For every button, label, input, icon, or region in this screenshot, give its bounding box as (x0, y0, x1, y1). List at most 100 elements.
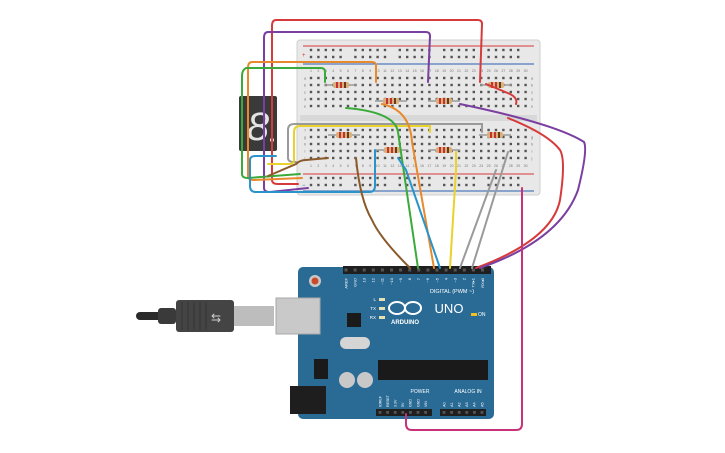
power-pin-socket[interactable] (393, 411, 397, 414)
breadboard-hole[interactable] (465, 135, 468, 139)
breadboard-hole[interactable] (450, 83, 453, 87)
breadboard-hole[interactable] (383, 76, 387, 80)
wire-red-right-to-pin1[interactable] (475, 117, 564, 269)
breadboard-hole[interactable] (524, 83, 527, 87)
breadboard-hole[interactable] (465, 83, 468, 87)
analog-pin-socket[interactable] (457, 411, 461, 414)
breadboard-hole[interactable] (428, 156, 431, 160)
breadboard-hole[interactable] (406, 90, 409, 94)
rail-hole[interactable] (406, 55, 409, 59)
breadboard-hole[interactable] (517, 142, 520, 146)
breadboard-hole[interactable] (332, 90, 335, 94)
breadboard-hole[interactable] (383, 128, 387, 132)
rail-hole[interactable] (420, 55, 424, 59)
breadboard-hole[interactable] (398, 156, 401, 160)
breadboard-hole[interactable] (443, 90, 446, 94)
breadboard-hole[interactable] (369, 83, 372, 87)
rail-hole[interactable] (376, 183, 379, 187)
wire-gray-to-pin3[interactable] (471, 151, 509, 269)
breadboard-hole[interactable] (494, 97, 498, 101)
breadboard-hole[interactable] (376, 149, 379, 153)
breadboard-hole[interactable] (309, 97, 313, 101)
rail-hole[interactable] (509, 48, 512, 52)
rail-hole[interactable] (317, 48, 320, 52)
breadboard-hole[interactable] (465, 156, 468, 160)
breadboard-hole[interactable] (413, 97, 416, 101)
breadboard-hole[interactable] (509, 142, 512, 146)
breadboard-hole[interactable] (480, 97, 483, 101)
rail-hole[interactable] (406, 183, 409, 187)
digital-pin-socket[interactable] (453, 268, 457, 272)
breadboard-hole[interactable] (376, 156, 379, 160)
wire-brown-to-pin9[interactable] (355, 157, 411, 269)
breadboard-hole[interactable] (502, 156, 505, 160)
rail-hole[interactable] (383, 183, 387, 187)
breadboard-hole[interactable] (369, 104, 372, 108)
breadboard-hole[interactable] (524, 156, 527, 160)
rail-hole[interactable] (517, 183, 520, 187)
breadboard-hole[interactable] (369, 142, 372, 146)
breadboard-hole[interactable] (324, 128, 327, 132)
breadboard-hole[interactable] (376, 128, 379, 132)
breadboard-hole[interactable] (346, 90, 350, 94)
breadboard-hole[interactable] (332, 135, 335, 139)
breadboard-hole[interactable] (413, 128, 416, 132)
breadboard-hole[interactable] (443, 76, 446, 80)
breadboard-hole[interactable] (420, 90, 424, 94)
breadboard-hole[interactable] (354, 135, 357, 139)
breadboard-hole[interactable] (346, 97, 350, 101)
breadboard-hole[interactable] (517, 83, 520, 87)
rail-hole[interactable] (361, 183, 364, 187)
usb-cable[interactable]: ⇆ (136, 300, 274, 332)
breadboard-hole[interactable] (413, 83, 416, 87)
rail-hole[interactable] (420, 48, 424, 52)
breadboard-hole[interactable] (339, 104, 342, 108)
breadboard-hole[interactable] (443, 156, 446, 160)
breadboard-hole[interactable] (428, 142, 431, 146)
breadboard-hole[interactable] (524, 76, 527, 80)
analog-pin-socket[interactable] (473, 411, 476, 414)
breadboard-hole[interactable] (443, 128, 446, 132)
breadboard-hole[interactable] (487, 156, 490, 160)
breadboard-hole[interactable] (450, 104, 453, 108)
rail-hole[interactable] (494, 176, 498, 180)
breadboard-hole[interactable] (332, 156, 335, 160)
breadboard-hole[interactable] (413, 135, 416, 139)
breadboard-hole[interactable] (465, 142, 468, 146)
rail-hole[interactable] (398, 176, 401, 180)
breadboard-hole[interactable] (391, 142, 394, 146)
breadboard-hole[interactable] (391, 83, 394, 87)
breadboard-hole[interactable] (420, 142, 424, 146)
breadboard-hole[interactable] (369, 135, 372, 139)
breadboard-hole[interactable] (435, 90, 438, 94)
breadboard-hole[interactable] (309, 90, 313, 94)
resistor[interactable] (376, 147, 408, 153)
breadboard-hole[interactable] (509, 135, 512, 139)
breadboard-hole[interactable] (457, 142, 461, 146)
breadboard-hole[interactable] (457, 128, 461, 132)
power-pin-socket[interactable] (378, 411, 382, 414)
breadboard-hole[interactable] (413, 142, 416, 146)
breadboard-hole[interactable] (361, 128, 364, 132)
rail-hole[interactable] (494, 183, 498, 187)
resistor[interactable] (325, 82, 357, 88)
breadboard-hole[interactable] (457, 135, 461, 139)
breadboard-hole[interactable] (346, 149, 350, 153)
rail-hole[interactable] (487, 183, 490, 187)
breadboard-hole[interactable] (324, 142, 327, 146)
breadboard-hole[interactable] (369, 149, 372, 153)
rail-hole[interactable] (420, 176, 424, 180)
breadboard-hole[interactable] (339, 90, 342, 94)
breadboard-hole[interactable] (361, 104, 364, 108)
breadboard-hole[interactable] (332, 142, 335, 146)
breadboard-hole[interactable] (509, 149, 512, 153)
breadboard-hole[interactable] (339, 76, 342, 80)
breadboard-hole[interactable] (428, 90, 431, 94)
breadboard-hole[interactable] (494, 104, 498, 108)
breadboard-hole[interactable] (524, 90, 527, 94)
rail-hole[interactable] (369, 176, 372, 180)
rail-hole[interactable] (428, 176, 431, 180)
breadboard-hole[interactable] (472, 76, 475, 80)
breadboard-hole[interactable] (420, 104, 424, 108)
breadboard-hole[interactable] (457, 149, 461, 153)
